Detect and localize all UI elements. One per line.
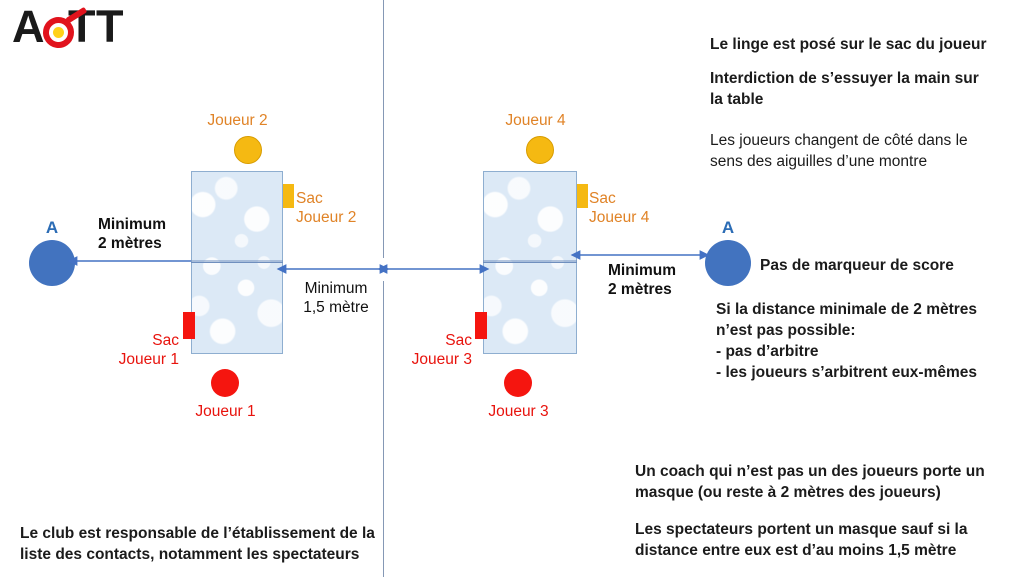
logo-letter-a: A	[12, 1, 45, 52]
acTT-logo: A T T	[12, 1, 142, 55]
note-coach-masque: Un coach qui n’est pas un des joueurs po…	[635, 463, 985, 501]
marker-joueur-2	[234, 136, 262, 164]
note-club-responsable: Le club est responsable de l’établisseme…	[20, 525, 375, 563]
note-linge-sac: Le linge est posé sur le sac du joueur	[710, 36, 987, 53]
note-distance-minimale: Si la distance minimale de 2 mètres n’es…	[716, 301, 978, 381]
bag-joueur-1	[183, 312, 195, 339]
table-right-net-line	[483, 262, 577, 263]
bag-joueur-4	[577, 184, 588, 208]
table-left-net-line	[191, 262, 283, 263]
logo-letter-t-second: T	[96, 1, 124, 52]
bag-joueur-2	[283, 184, 294, 208]
label-umpire-left: A	[45, 218, 59, 237]
label-umpire-right: A	[721, 218, 735, 237]
label-distance-center: Minimum 1,5 mètre	[303, 280, 369, 316]
bag-joueur-3	[475, 312, 487, 339]
label-sac-joueur-2: Sac Joueur 2	[296, 190, 357, 226]
label-sac-joueur-1: Sac Joueur 1	[118, 332, 179, 368]
court-divider-line-lower	[383, 281, 384, 577]
label-sac-joueur-3: Sac Joueur 3	[411, 332, 472, 368]
label-distance-right: Minimum 2 mètres	[608, 262, 677, 298]
marker-joueur-1	[211, 369, 239, 397]
note-interdiction-essuyer: Interdiction de s’essuyer la main sur la…	[710, 70, 979, 108]
label-joueur-4: Joueur 4	[505, 112, 566, 129]
marker-umpire-right	[705, 240, 751, 286]
marker-umpire-left	[29, 240, 75, 286]
label-sac-joueur-4: Sac Joueur 4	[589, 190, 650, 226]
label-distance-left: Minimum 2 mètres	[98, 216, 167, 252]
note-pas-marqueur: Pas de marqueur de score	[760, 257, 954, 274]
marker-joueur-4	[526, 136, 554, 164]
note-changement-cote: Les joueurs changent de côté dans le sen…	[710, 132, 968, 170]
label-joueur-1: Joueur 1	[195, 403, 256, 420]
label-joueur-3: Joueur 3	[488, 403, 549, 420]
logo-ball-icon	[53, 27, 64, 38]
note-spectateurs-masque: Les spectateurs portent un masque sauf s…	[635, 521, 968, 559]
court-divider-line-upper	[383, 0, 384, 258]
marker-joueur-3	[504, 369, 532, 397]
label-joueur-2: Joueur 2	[207, 112, 268, 129]
